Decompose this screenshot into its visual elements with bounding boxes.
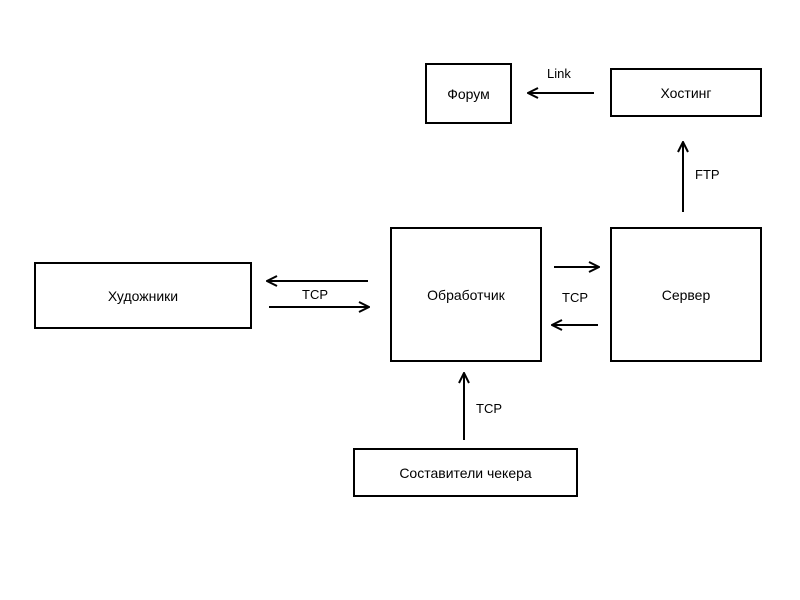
node-checker-makers-label: Составители чекера <box>399 464 532 481</box>
node-artists: Художники <box>34 262 252 329</box>
node-handler-label: Обработчик <box>427 286 505 303</box>
node-hosting-label: Хостинг <box>660 84 712 101</box>
node-forum: Форум <box>425 63 512 124</box>
node-forum-label: Форум <box>447 85 490 102</box>
edge-label-tcp-handler-server: TCP <box>562 290 588 305</box>
node-checker-makers: Составители чекера <box>353 448 578 497</box>
edge-label-ftp: FTP <box>695 167 720 182</box>
edge-label-tcp-checker-handler: TCP <box>476 401 502 416</box>
node-server-label: Сервер <box>661 286 711 303</box>
node-server: Сервер <box>610 227 762 362</box>
node-handler: Обработчик <box>390 227 542 362</box>
node-hosting: Хостинг <box>610 68 762 117</box>
edge-label-link: Link <box>547 66 571 81</box>
edge-label-tcp-artists-handler: TCP <box>302 287 328 302</box>
node-artists-label: Художники <box>107 287 179 304</box>
